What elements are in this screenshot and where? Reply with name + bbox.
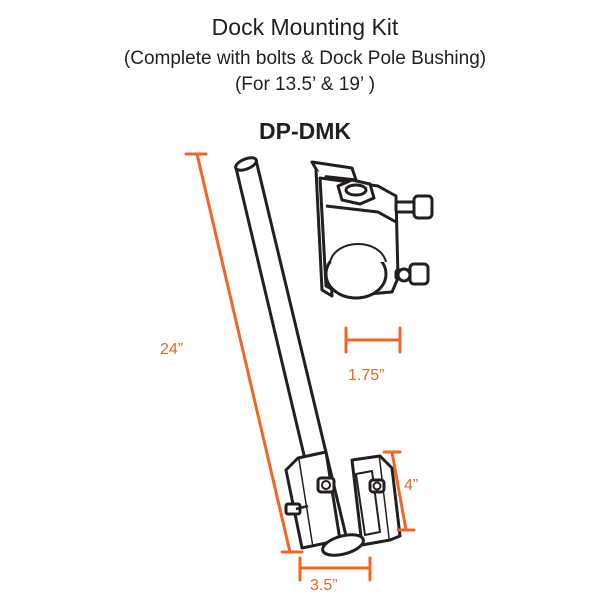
bushing-width-label: 1.75” <box>348 367 384 384</box>
product-subtitle: (Complete with bolts & Dock Pole Bushing… <box>123 48 487 69</box>
dock-pole-bushing <box>310 160 434 300</box>
clamp-width-label: 3.5” <box>310 577 338 594</box>
pole-length-label: 24” <box>160 341 183 358</box>
clamp-height-line <box>390 450 408 532</box>
model-number: DP-DMK <box>259 118 351 144</box>
pole-length-line <box>195 152 292 554</box>
dimension-lines <box>184 152 416 582</box>
product-title: Dock Mounting Kit <box>211 14 399 40</box>
product-sizes: (For 13.5’ & 19’ ) <box>234 74 376 95</box>
lower-clamp <box>284 450 402 557</box>
clamp-height-label: 4” <box>404 477 418 494</box>
